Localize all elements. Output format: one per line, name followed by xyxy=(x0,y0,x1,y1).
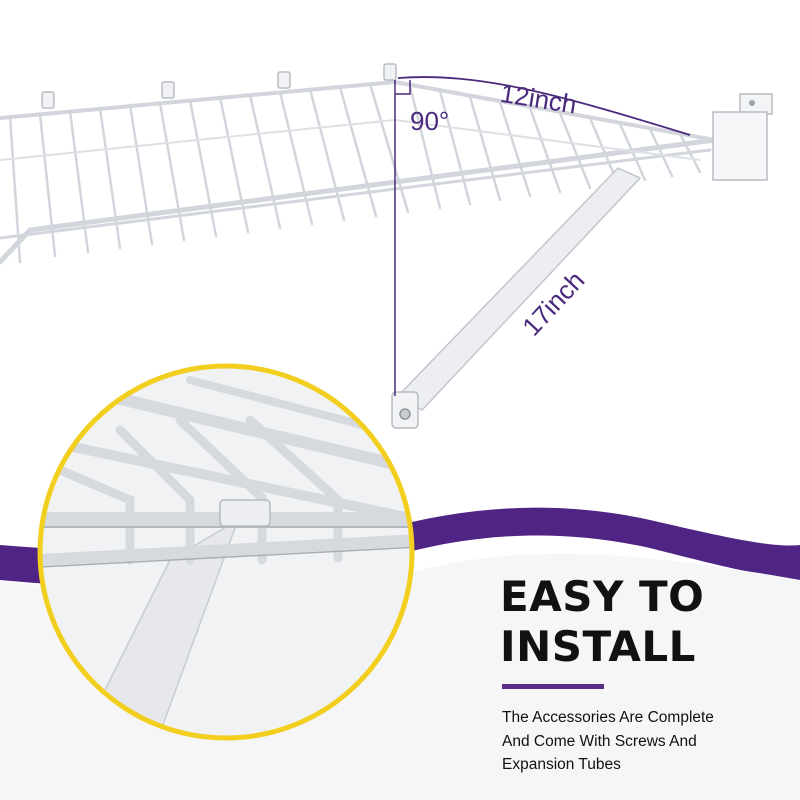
wire-shelf xyxy=(0,79,718,265)
description-line-1: The Accessories Are Complete xyxy=(502,709,714,726)
support-brace xyxy=(396,167,642,411)
end-bracket xyxy=(712,93,773,181)
angle-label: 90° xyxy=(410,106,449,136)
screw-icon xyxy=(399,408,411,420)
headline: EASY TO INSTALL xyxy=(500,572,790,672)
depth-label: 12inch xyxy=(498,78,578,120)
description-line-2: And Come With Screws And xyxy=(502,732,697,750)
headline-line-1: EASY TO xyxy=(500,572,705,621)
accent-underline xyxy=(502,684,604,689)
detail-zoom-circle xyxy=(37,363,415,741)
description-line-3: Expansion Tubes xyxy=(502,756,621,773)
wall-clips xyxy=(41,63,397,109)
dimension-lines xyxy=(394,76,691,396)
headline-line-2: INSTALL xyxy=(500,622,696,671)
description: The Accessories Are Complete And Come Wi… xyxy=(502,706,792,777)
